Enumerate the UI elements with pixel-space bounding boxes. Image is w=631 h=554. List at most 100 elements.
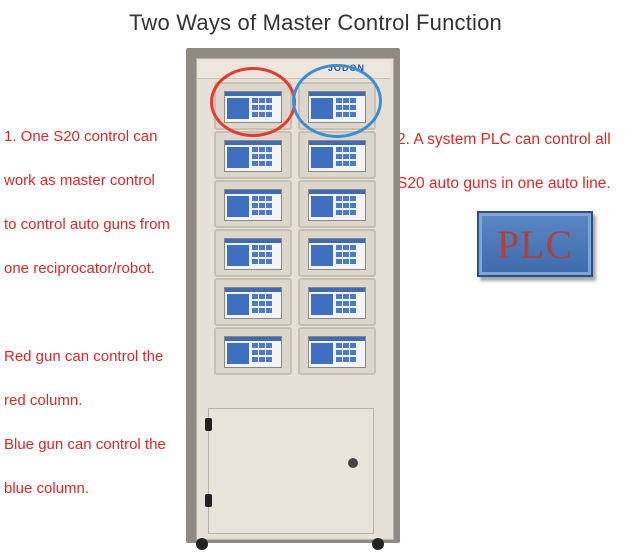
keypad-key <box>336 203 342 208</box>
left-note-spacer <box>4 302 204 324</box>
keypad-key <box>343 259 349 264</box>
keypad-key <box>252 196 258 201</box>
page-title: Two Ways of Master Control Function <box>129 10 502 35</box>
right-note-line: S20 auto guns in one auto line. <box>397 175 611 192</box>
wheel-icon <box>196 538 208 550</box>
keypad-key <box>336 161 342 166</box>
screen-keypad <box>252 147 278 168</box>
keypad-key <box>343 294 349 299</box>
controller-panel <box>214 131 292 179</box>
keypad-key <box>343 357 349 362</box>
keypad-key <box>266 161 272 166</box>
keypad-key <box>350 196 356 201</box>
keypad-key <box>336 294 342 299</box>
lock-icon <box>348 458 358 468</box>
keypad-key <box>266 196 272 201</box>
keypad-key <box>259 259 265 264</box>
controller-panel <box>214 229 292 277</box>
keypad-key <box>350 350 356 355</box>
keypad-key <box>336 147 342 152</box>
controller-panel <box>298 180 376 228</box>
right-note: 2. A system PLC can control all S20 auto… <box>397 107 631 217</box>
keypad-key <box>350 343 356 348</box>
screen-readout <box>227 147 249 168</box>
keypad-key <box>259 308 265 313</box>
keypad-key <box>252 252 258 257</box>
wheel-icon <box>372 538 384 550</box>
keypad-key <box>343 147 349 152</box>
keypad-key <box>259 294 265 299</box>
screen-keypad <box>336 196 362 217</box>
keypad-key <box>336 154 342 159</box>
screen-readout <box>311 294 333 315</box>
controller-screen <box>224 189 282 221</box>
keypad-key <box>266 294 272 299</box>
screen-keypad <box>252 343 278 364</box>
screen-keypad <box>336 294 362 315</box>
keypad-key <box>252 154 258 159</box>
keypad-key <box>252 203 258 208</box>
keypad-key <box>266 259 272 264</box>
keypad-key <box>266 350 272 355</box>
keypad-key <box>266 245 272 250</box>
screen-header <box>225 337 281 341</box>
keypad-key <box>252 308 258 313</box>
controller-panel <box>214 278 292 326</box>
keypad-key <box>343 161 349 166</box>
keypad-key <box>266 147 272 152</box>
keypad-key <box>266 210 272 215</box>
screen-readout <box>227 294 249 315</box>
keypad-key <box>343 196 349 201</box>
keypad-key <box>343 343 349 348</box>
keypad-key <box>336 210 342 215</box>
left-note-line: one reciprocator/robot. <box>4 260 155 277</box>
controller-panel <box>214 327 292 375</box>
left-note-line: blue column. <box>4 480 90 497</box>
plc-box: PLC <box>477 211 593 277</box>
keypad-key <box>252 147 258 152</box>
controller-screen <box>308 140 366 172</box>
keypad-key <box>336 308 342 313</box>
controller-panel <box>298 229 376 277</box>
controller-screen <box>224 287 282 319</box>
controller-panel <box>214 180 292 228</box>
plc-label: PLC <box>496 221 574 267</box>
left-note-line: work as master control <box>4 172 155 189</box>
hinge-icon <box>205 494 212 507</box>
keypad-key <box>266 154 272 159</box>
hinge-icon <box>205 418 212 431</box>
keypad-key <box>350 357 356 362</box>
keypad-key <box>350 245 356 250</box>
controller-screen <box>224 140 282 172</box>
screen-readout <box>227 343 249 364</box>
keypad-key <box>266 308 272 313</box>
screen-keypad <box>336 245 362 266</box>
screen-header <box>309 288 365 292</box>
keypad-key <box>343 210 349 215</box>
keypad-key <box>336 350 342 355</box>
left-note-line: red column. <box>4 392 83 409</box>
keypad-key <box>350 161 356 166</box>
screen-readout <box>311 196 333 217</box>
blue-highlight-ring <box>292 64 382 138</box>
keypad-key <box>336 245 342 250</box>
screen-header <box>309 141 365 145</box>
controller-screen <box>308 238 366 270</box>
screen-header <box>225 239 281 243</box>
keypad-key <box>350 154 356 159</box>
keypad-key <box>252 245 258 250</box>
keypad-key <box>343 301 349 306</box>
keypad-key <box>252 357 258 362</box>
screen-readout <box>227 196 249 217</box>
keypad-key <box>259 196 265 201</box>
left-note-line: Red gun can control the <box>4 348 164 365</box>
keypad-key <box>336 343 342 348</box>
controller-panel <box>298 278 376 326</box>
keypad-key <box>266 301 272 306</box>
keypad-key <box>252 210 258 215</box>
keypad-key <box>259 203 265 208</box>
screen-keypad <box>252 196 278 217</box>
screen-header <box>309 190 365 194</box>
keypad-key <box>343 203 349 208</box>
keypad-key <box>343 308 349 313</box>
